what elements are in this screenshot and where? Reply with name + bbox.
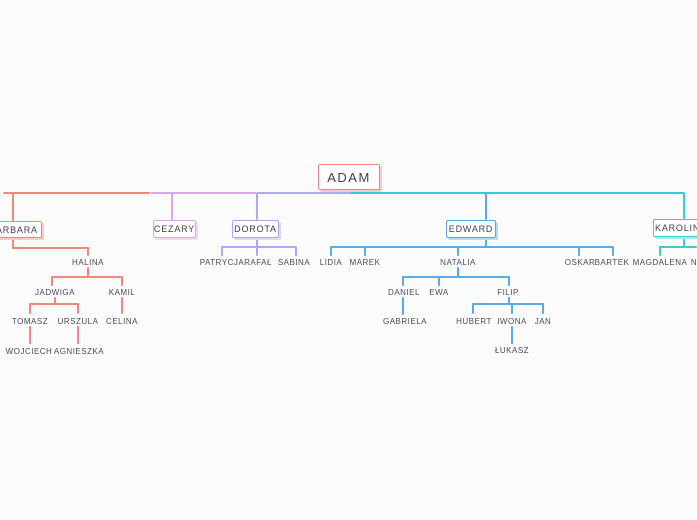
connector-line — [485, 238, 487, 247]
connector-line — [256, 238, 258, 247]
trunk-line — [3, 192, 150, 194]
node-cezary[interactable]: CEZARY — [153, 220, 196, 238]
label-natalia[interactable]: NATALIA — [440, 258, 476, 267]
label-jadwiga[interactable]: JADWIGA — [35, 288, 75, 297]
connector-line — [29, 303, 31, 314]
connector-line — [349, 188, 351, 193]
connector-line — [438, 276, 440, 286]
node-adam[interactable]: ADAM — [318, 164, 380, 190]
connector-line — [364, 246, 366, 256]
connector-line — [485, 193, 487, 220]
trunk-line — [257, 192, 350, 194]
connector-line — [457, 246, 459, 256]
node-karolina-label: KAROLINA — [655, 223, 697, 233]
label-kamil[interactable]: KAMIL — [108, 288, 136, 297]
label-urszula[interactable]: URSZULA — [57, 317, 99, 326]
connector-line — [256, 246, 258, 256]
connector-line — [402, 276, 509, 278]
connector-line — [511, 326, 513, 344]
connector-line — [683, 237, 685, 247]
label-halina[interactable]: HALINA — [72, 258, 104, 267]
label-magdalena[interactable]: MAGDALENA — [632, 258, 688, 267]
label-agnieszka[interactable]: AGNIESZKA — [53, 347, 105, 356]
connector-line — [472, 303, 543, 305]
connector-line — [256, 193, 258, 220]
node-barbara[interactable]: BARBARA — [0, 221, 42, 238]
connector-line — [12, 238, 14, 248]
label-next-sibling-partial[interactable]: N — [690, 258, 697, 267]
trunk-line — [150, 192, 257, 194]
connector-line — [457, 267, 459, 277]
connector-line — [330, 246, 332, 256]
connector-line — [612, 246, 614, 256]
label-hubert[interactable]: HUBERT — [456, 317, 492, 326]
label-tomasz[interactable]: TOMASZ — [11, 317, 49, 326]
label-gabriela[interactable]: GABRIELA — [382, 317, 428, 326]
connector-line — [29, 326, 31, 344]
connector-line — [12, 247, 89, 249]
connector-line — [683, 193, 685, 219]
connector-line — [511, 303, 513, 314]
node-cezary-label: CEZARY — [153, 224, 196, 234]
connector-line — [221, 246, 223, 256]
node-adam-label: ADAM — [327, 169, 371, 185]
label-oskar[interactable]: OSKAR — [564, 258, 596, 267]
connector-line — [402, 297, 404, 315]
connector-line — [659, 246, 697, 248]
connector-line — [472, 303, 474, 314]
connector-line — [295, 246, 297, 256]
connector-line — [29, 303, 79, 305]
label-bartek[interactable]: BARTEK — [594, 258, 630, 267]
node-dorota-label: DOROTA — [234, 224, 277, 234]
label-lidia[interactable]: LIDIA — [319, 258, 343, 267]
connector-line — [51, 276, 122, 278]
connector-line — [12, 193, 14, 221]
connector-line — [508, 276, 510, 286]
connector-line — [578, 246, 580, 256]
connector-line — [221, 246, 296, 248]
connector-line — [87, 247, 89, 256]
label-jan[interactable]: JAN — [534, 317, 552, 326]
connector-line — [330, 246, 613, 248]
node-barbara-label: BARBARA — [0, 224, 38, 235]
connector-line — [51, 276, 53, 286]
label-lukasz[interactable]: ŁUKASZ — [494, 346, 530, 355]
connector-line — [121, 276, 123, 286]
label-iwona[interactable]: IWONA — [497, 317, 527, 326]
connector-line — [542, 303, 544, 314]
label-filip[interactable]: FILIP — [497, 288, 519, 297]
connector-line — [508, 297, 510, 304]
connector-line — [659, 246, 661, 256]
label-patrycja[interactable]: PATRYCJA — [199, 258, 245, 267]
connector-line — [171, 193, 173, 220]
label-wojciech[interactable]: WOJCIECH — [5, 347, 53, 356]
node-edward-label: EDWARD — [448, 224, 494, 234]
label-celina[interactable]: CELINA — [106, 317, 138, 326]
node-dorota[interactable]: DOROTA — [232, 220, 279, 238]
connector-line — [402, 276, 404, 286]
trunk-line — [350, 192, 685, 194]
node-karolina[interactable]: KAROLINA — [653, 219, 697, 237]
connector-line — [121, 297, 123, 314]
label-daniel[interactable]: DANIEL — [388, 288, 420, 297]
connector-line — [77, 303, 79, 314]
label-ewa[interactable]: EWA — [429, 288, 449, 297]
node-edward[interactable]: EDWARD — [446, 220, 496, 238]
label-marek[interactable]: MAREK — [349, 258, 381, 267]
connector-line — [77, 326, 79, 344]
connector-line — [54, 297, 56, 304]
connector-line — [87, 267, 89, 277]
label-rafal[interactable]: RAFAŁ — [244, 258, 272, 267]
label-sabina[interactable]: SABINA — [277, 258, 311, 267]
